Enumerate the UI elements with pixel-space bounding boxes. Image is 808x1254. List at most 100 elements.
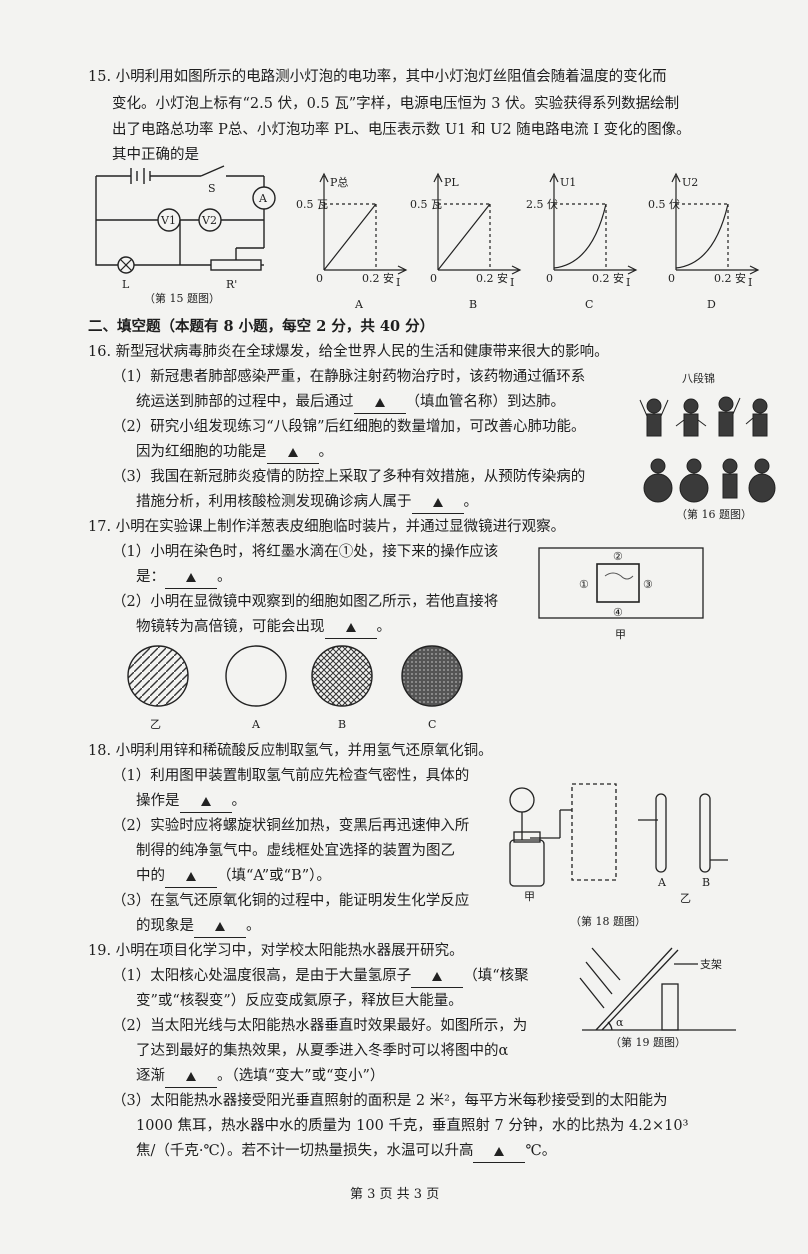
- svg-text:0.2 安: 0.2 安: [476, 271, 508, 285]
- svg-text:U1: U1: [560, 176, 576, 189]
- graph-option-d: D: [707, 298, 716, 311]
- answer-blank[interactable]: [411, 965, 464, 988]
- switch-label: S: [208, 182, 216, 195]
- answer-blank[interactable]: [353, 391, 406, 414]
- q16-part3-line2: 措施分析，利用核酸检测发现确诊病人属于。: [136, 491, 478, 514]
- q15-graph-d: U2 0.5 伏 0 0.2 安 I D: [648, 172, 760, 311]
- svg-text:0: 0: [546, 272, 553, 285]
- svg-text:0.5 瓦: 0.5 瓦: [410, 198, 442, 211]
- q19-part3-line2: 1000 焦耳，热水器中水的质量为 100 千克，垂直照射 7 分钟，水的比热为…: [136, 1118, 689, 1134]
- baduanjin-figure: 八段锦 （第 16 题图）: [639, 371, 776, 521]
- q18-caption: （第 18 题图）: [570, 914, 646, 928]
- svg-text:八段锦: 八段锦: [682, 371, 715, 385]
- answer-blank[interactable]: [411, 491, 464, 514]
- q15-graph-a: P总 0.5 瓦 0 0.2 安 I A: [296, 172, 408, 311]
- q18-part2-line2: 制得的纯净氢气中。虚线框处宜选择的装置为图乙: [136, 843, 455, 859]
- graph-option-b: B: [469, 298, 477, 311]
- svg-text:PL: PL: [444, 176, 459, 189]
- q18-stem: 18. 小明利用锌和稀硫酸反应制取氢气，并用氢气还原氧化铜。: [88, 743, 493, 759]
- svg-text:0.2 安: 0.2 安: [714, 271, 746, 285]
- svg-text:①: ①: [579, 578, 589, 591]
- q18-part3-line1: （3）在氢气还原氧化铜的过程中，能证明发生化学反应: [112, 893, 470, 909]
- q17-part1-line2: 是：。: [136, 566, 232, 589]
- svg-text:0.5 伏: 0.5 伏: [648, 197, 680, 211]
- svg-text:C: C: [428, 718, 436, 731]
- svg-text:I: I: [510, 276, 514, 289]
- slide-figure: ② ① ③ ④ 甲: [538, 547, 704, 641]
- q18-part2-line1: （2）实验时应将螺旋状铜丝加热，变黑后再迅速伸入所: [112, 818, 470, 834]
- solar-heater-figure: 支架 α （第 19 题图）: [579, 947, 736, 1049]
- v1-label: V1: [160, 214, 176, 227]
- svg-text:0: 0: [430, 272, 437, 285]
- q19-part1-line2: 变”或“核裂变”）反应变成氦原子，释放巨大能量。: [136, 993, 463, 1009]
- hydrogen-apparatus-figure: 甲 A B 乙 （第 18 题图）: [509, 783, 728, 928]
- microscope-views: 乙 A B C: [127, 645, 463, 731]
- q15-line-1: 15. 小明利用如图所示的电路测小灯泡的电功率，其中小灯泡灯丝阻值会随着温度的变…: [88, 69, 667, 85]
- svg-text:0.5 瓦: 0.5 瓦: [296, 198, 328, 211]
- q19-part2-line3: 逐渐。（选填“变大”或“变小”）: [136, 1065, 384, 1088]
- answer-blank[interactable]: [194, 915, 246, 938]
- svg-text:0.2 安: 0.2 安: [362, 271, 394, 285]
- svg-text:A: A: [251, 718, 261, 731]
- q19-part1-line1: （1）太阳核心处温度很高，是由于大量氢原子（填“核聚: [112, 965, 529, 988]
- svg-text:I: I: [748, 276, 752, 289]
- svg-text:U2: U2: [682, 176, 698, 189]
- section-heading: 二、填空题（本题有 8 小题，每空 2 分，共 40 分）: [88, 318, 435, 335]
- q19-caption: （第 19 题图）: [610, 1035, 686, 1049]
- q18-part1-line2: 操作是。: [136, 790, 246, 813]
- answer-blank[interactable]: [165, 1065, 217, 1088]
- q16-stem: 16. 新型冠状病毒肺炎在全球爆发，给全世界人民的生活和健康带来很大的影响。: [88, 344, 609, 360]
- q16-caption: （第 16 题图）: [676, 507, 752, 521]
- svg-text:I: I: [396, 276, 400, 289]
- v2-label: V2: [201, 214, 217, 227]
- q15-graph-c: U1 2.5 伏 0 0.2 安 I C: [526, 172, 638, 311]
- q15-line-2: 变化。小灯泡上标有“2.5 伏，0.5 瓦”字样，电源电压恒为 3 伏。实验获得…: [112, 96, 680, 112]
- svg-text:B: B: [702, 876, 710, 889]
- svg-text:④: ④: [613, 606, 623, 619]
- svg-text:2.5 伏: 2.5 伏: [526, 197, 558, 211]
- q15-line-4: 其中正确的是: [112, 147, 199, 163]
- q15-line-3: 出了电路总功率 P总、小灯泡功率 PL、电压表示数 U1 和 U2 随电路电流 …: [112, 122, 691, 138]
- ammeter-label: A: [258, 192, 268, 205]
- graph-option-a: A: [354, 298, 364, 311]
- q16-part1-line2: 统运送到肺部的过程中，最后通过（填血管名称）到达肺。: [136, 391, 565, 414]
- q17-part2-line1: （2）小明在显微镜中观察到的细胞如图乙所示，若他直接将: [112, 594, 499, 610]
- q16-part3-line1: （3）我国在新冠肺炎疫情的防控上采取了多种有效措施，从预防传染病的: [112, 469, 586, 485]
- svg-text:0.2 安: 0.2 安: [592, 271, 624, 285]
- rheostat-label: R': [226, 278, 237, 291]
- svg-text:0: 0: [668, 272, 675, 285]
- q16-part2-line2: 因为红细胞的功能是。: [136, 441, 333, 464]
- q18-part3-line2: 的现象是。: [136, 915, 261, 938]
- answer-blank[interactable]: [266, 441, 319, 464]
- svg-text:P总: P总: [330, 175, 348, 189]
- svg-text:B: B: [338, 718, 346, 731]
- answer-blank[interactable]: [179, 790, 232, 813]
- q19-part2-line1: （2）当太阳光线与太阳能热水器垂直时效果最好。如图所示，为: [112, 1018, 528, 1034]
- q17-part2-line2: 物镜转为高倍镜，可能会出现。: [136, 616, 391, 639]
- q18-part2-line3: 中的（填“A”或“B”）。: [136, 865, 331, 888]
- svg-text:A: A: [657, 876, 667, 889]
- svg-text:0: 0: [316, 272, 323, 285]
- q16-part1-line1: （1）新冠患者肺部感染严重，在静脉注射药物治疗时，该药物通过循环系: [112, 369, 586, 385]
- q19-part3-line1: （3）太阳能热水器接受阳光垂直照射的面积是 2 米²，每平方米每秒接受到的太阳能…: [112, 1093, 668, 1109]
- q15-circuit-diagram: S A V1 V2 L R' （第 15 题图）: [95, 165, 276, 305]
- q17-part1-line1: （1）小明在染色时，将红墨水滴在①处，接下来的操作应该: [112, 544, 499, 560]
- svg-text:③: ③: [643, 578, 653, 591]
- graph-option-c: C: [585, 298, 593, 311]
- q16-part2-line1: （2）研究小组发现练习“八段锦”后红细胞的数量增加，可改善心肺功能。: [112, 419, 586, 435]
- q15-graph-b: PL 0.5 瓦 0 0.2 安 I B: [410, 172, 522, 311]
- answer-blank[interactable]: [165, 566, 217, 589]
- svg-text:甲: 甲: [615, 628, 626, 641]
- q15-caption: （第 15 题图）: [144, 291, 220, 305]
- svg-text:甲: 甲: [524, 890, 535, 903]
- answer-blank[interactable]: [165, 865, 217, 888]
- lamp-label: L: [122, 278, 130, 291]
- svg-text:I: I: [626, 276, 630, 289]
- q19-part2-line2: 了达到最好的集热效果，从夏季进入冬季时可以将图中的α: [136, 1043, 509, 1059]
- answer-blank[interactable]: [324, 616, 377, 639]
- answer-blank[interactable]: [473, 1140, 526, 1163]
- svg-text:②: ②: [613, 550, 623, 563]
- svg-text:乙: 乙: [680, 892, 691, 905]
- q19-stem: 19. 小明在项目化学习中，对学校太阳能热水器展开研究。: [88, 943, 464, 959]
- svg-text:α: α: [616, 1016, 624, 1029]
